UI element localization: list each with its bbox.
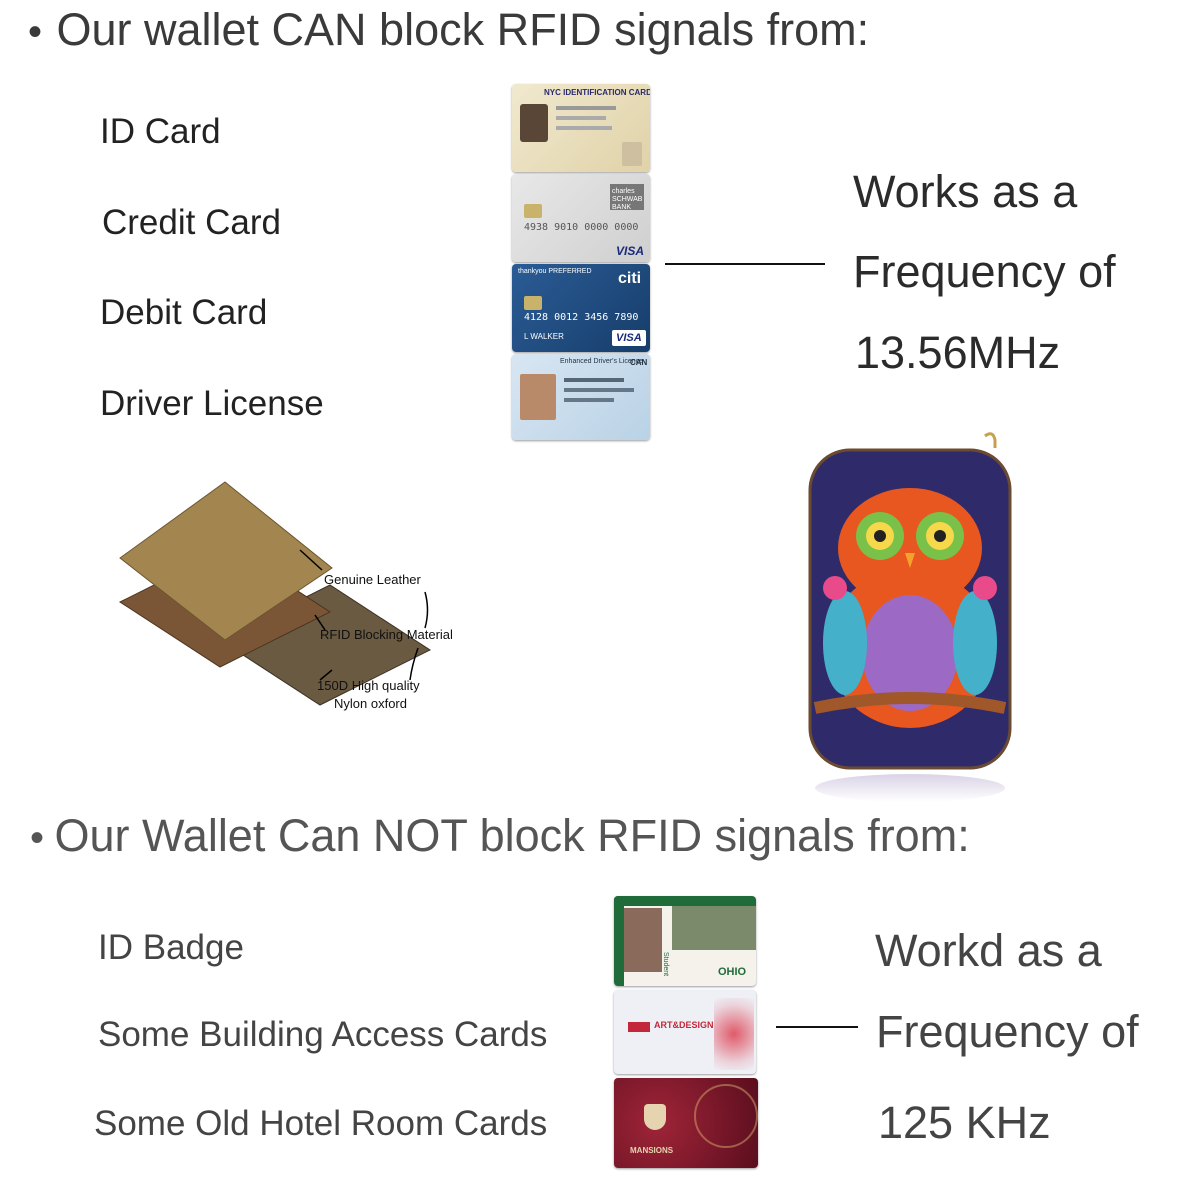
hotel-card-image: MANSIONS xyxy=(614,1078,758,1168)
section2-heading: Our Wallet Can NOT block RFID signals fr… xyxy=(54,810,970,861)
bullet-icon: • xyxy=(28,10,43,54)
section1-heading-row: • Our wallet CAN block RFID signals from… xyxy=(28,4,869,56)
debit-card-bank: citi xyxy=(618,270,642,287)
access-card-image: ART&DESIGN xyxy=(614,990,756,1074)
item-id-card: ID Card xyxy=(100,112,221,151)
connector-line-2 xyxy=(776,1026,858,1028)
leather-layer xyxy=(120,482,332,640)
crest-icon xyxy=(644,1104,666,1130)
item-debit-card: Debit Card xyxy=(100,293,268,332)
credit-card-brand-box xyxy=(610,184,644,210)
badge-role: Student xyxy=(662,952,669,977)
bullet-icon: • xyxy=(30,816,45,860)
layer-diagram xyxy=(118,481,432,706)
license-region: CAN xyxy=(630,358,648,367)
license-photo xyxy=(520,374,556,420)
item-building-access: Some Building Access Cards xyxy=(98,1015,548,1054)
id-card-photo xyxy=(520,104,548,142)
debit-card-name: L WALKER xyxy=(524,332,564,341)
license-title: Enhanced Driver's Licence xyxy=(560,358,644,365)
id-card-image: NYC IDENTIFICATION CARD xyxy=(512,84,650,172)
chip-icon xyxy=(524,296,542,310)
item-driver-license: Driver License xyxy=(100,384,324,423)
layer-label-nylon1: 150D High quality xyxy=(317,678,420,693)
item-credit-card: Credit Card xyxy=(102,203,281,242)
credit-card-brand: charles SCHWAB BANK xyxy=(612,188,643,211)
badge-photo xyxy=(624,908,662,972)
section2-heading-row: • Our Wallet Can NOT block RFID signals … xyxy=(30,810,970,862)
item-hotel-room: Some Old Hotel Room Cards xyxy=(94,1104,548,1143)
layer-label-nylon2: Nylon oxford xyxy=(334,696,407,711)
section1-heading: Our wallet CAN block RFID signals from: xyxy=(56,4,870,55)
freq1-line2: Frequency of xyxy=(853,246,1116,297)
id-badge-image: Student OHIO xyxy=(614,896,756,986)
driver-license-image: Enhanced Driver's Licence CAN xyxy=(512,354,650,440)
freq1-line3: 13.56MHz xyxy=(855,327,1061,378)
access-card-brand: ART&DESIGN xyxy=(654,1020,714,1030)
badge-org: OHIO xyxy=(718,966,747,978)
item-id-badge: ID Badge xyxy=(98,928,244,967)
credit-card-network: VISA xyxy=(616,244,645,258)
freq2-line2: Frequency of xyxy=(876,1006,1139,1057)
debit-card-image: thankyou PREFERRED citi 4128 0012 3456 7… xyxy=(512,264,650,352)
hotel-card-brand: MANSIONS xyxy=(630,1146,674,1155)
connector-line xyxy=(665,263,825,265)
debit-card-label: thankyou PREFERRED xyxy=(518,268,592,275)
id-card-title: NYC IDENTIFICATION CARD xyxy=(544,88,650,97)
layer-label-rfid: RFID Blocking Material xyxy=(320,627,453,642)
owl-wallet-image xyxy=(808,432,1012,802)
debit-card-network: VISA xyxy=(616,332,642,344)
freq2-line1: Workd as a xyxy=(875,925,1102,976)
freq2-line3: 125 KHz xyxy=(878,1097,1051,1148)
chip-icon xyxy=(524,204,542,218)
credit-card-image: charles SCHWAB BANK 4938 9010 0000 0000 … xyxy=(512,174,650,262)
credit-card-number: 4938 9010 0000 0000 xyxy=(524,222,639,233)
layer-label-leather: Genuine Leather xyxy=(324,572,421,587)
debit-card-number: 4128 0012 3456 7890 xyxy=(524,312,639,323)
freq1-line1: Works as a xyxy=(853,166,1078,217)
